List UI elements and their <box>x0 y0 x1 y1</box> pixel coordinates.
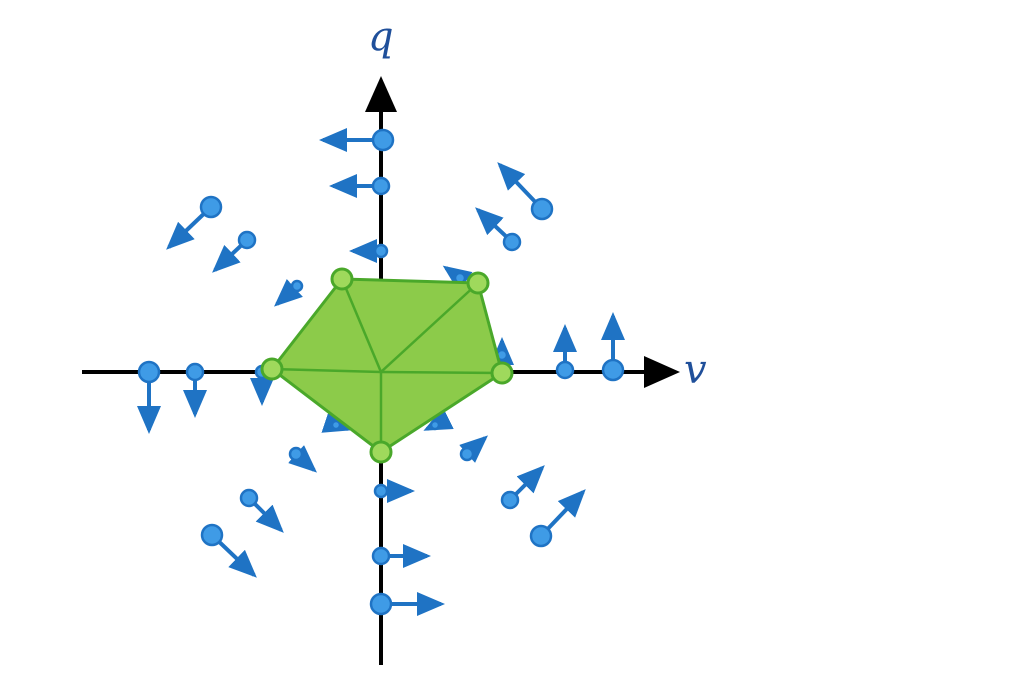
vector-arrow <box>274 279 304 307</box>
mesh-edge <box>380 370 503 375</box>
vector-arrow <box>369 592 445 616</box>
vector-arrow <box>553 324 577 380</box>
vector-node <box>200 523 224 547</box>
axis-label-q: q <box>368 14 394 60</box>
vector-node <box>330 419 342 431</box>
vector-arrow <box>475 207 522 252</box>
vector-node <box>290 279 304 293</box>
vector-node <box>137 360 161 384</box>
mesh-edge <box>271 367 382 374</box>
vector-arrow <box>212 230 257 273</box>
vector-arrow <box>183 362 207 418</box>
vector-arrow <box>459 435 488 463</box>
vector-arrow <box>288 445 317 473</box>
vector-arrow <box>373 479 415 503</box>
vector-node <box>369 592 393 616</box>
mesh-vertex <box>260 357 284 381</box>
vector-arrow <box>529 489 586 548</box>
vector-arrow <box>137 360 161 434</box>
vector-node <box>185 362 205 382</box>
vector-arrow <box>200 523 257 578</box>
vector-node <box>371 176 391 196</box>
mesh-edge <box>340 278 383 373</box>
vector-arrow <box>319 128 395 152</box>
vector-node <box>199 195 223 219</box>
mesh-vertex <box>466 271 490 295</box>
mesh-vertex <box>330 267 354 291</box>
vector-node <box>529 524 553 548</box>
vector-arrow <box>321 410 352 433</box>
vector-node <box>500 490 520 510</box>
vector-node <box>502 232 522 252</box>
vector-node <box>601 358 625 382</box>
mesh-edge <box>380 282 479 373</box>
vector-arrow <box>329 174 391 198</box>
vector-arrow <box>239 488 284 533</box>
vector-node <box>373 483 389 499</box>
vector-node <box>555 360 575 380</box>
green-polygon-mesh <box>260 267 514 464</box>
vector-arrow <box>497 162 554 221</box>
vector-node <box>530 197 554 221</box>
vector-node <box>239 488 259 508</box>
vector-arrow <box>371 544 431 568</box>
vector-arrow <box>490 337 514 365</box>
axis-label-v: v <box>684 347 707 393</box>
vector-arrow <box>349 239 389 263</box>
vector-arrow <box>601 312 625 382</box>
vector-arrow <box>500 465 545 510</box>
vector-field <box>137 128 625 616</box>
mesh-vertex <box>369 440 393 464</box>
vector-node <box>237 230 257 250</box>
vector-node <box>429 419 441 431</box>
vector-arrow <box>166 195 223 250</box>
vector-node <box>288 446 304 462</box>
vector-node <box>371 128 395 152</box>
vector-node <box>373 243 389 259</box>
vector-node <box>371 546 391 566</box>
vector-arrow <box>423 407 454 431</box>
vector-node <box>459 446 475 462</box>
mesh-vertex <box>490 361 514 385</box>
